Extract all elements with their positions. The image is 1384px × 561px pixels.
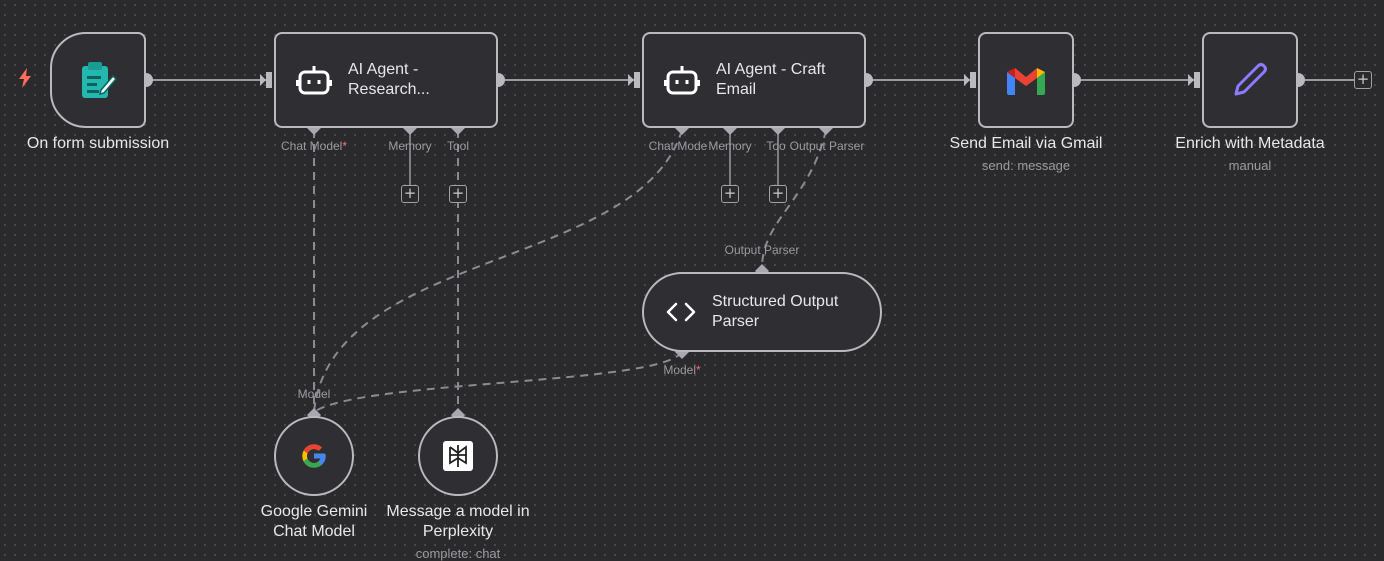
node-ai-agent-craft-email[interactable]: AI Agent - Craft Email: [642, 32, 866, 128]
parser-input-label: Output Parser: [724, 243, 800, 257]
node-ai-agent-craft-email-title: AI Agent - Craft Email: [716, 61, 826, 98]
port-tool-label: Too: [766, 139, 786, 153]
port-output-parser-label: Output Parser: [789, 139, 865, 153]
port-chat-model-label: Chat Model*: [280, 139, 348, 153]
node-google-gemini[interactable]: [274, 416, 354, 496]
trigger-bolt-icon: [18, 68, 32, 88]
port-memory-label: Memory: [388, 139, 432, 153]
node-ai-agent-research-title: AI Agent - Research...: [348, 61, 430, 98]
pen-icon: [1230, 60, 1270, 100]
parser-model-label: Model*: [663, 363, 701, 377]
node-perplexity-label: Message a model in Perplexity: [386, 503, 530, 540]
node-ai-agent-research[interactable]: AI Agent - Research...: [274, 32, 498, 128]
robot-icon: [664, 64, 700, 96]
gemini-input-label: Model: [297, 387, 331, 401]
node-perplexity-subtitle: complete: chat: [415, 546, 501, 561]
node-form-label: On form submission: [26, 135, 170, 152]
code-icon: [666, 301, 696, 323]
add-node-button[interactable]: +: [1354, 71, 1372, 89]
node-structured-output-parser[interactable]: Structured Output Parser: [642, 272, 882, 352]
port-tool-label: Tool: [446, 139, 470, 153]
node-send-email-gmail[interactable]: [978, 32, 1074, 128]
node-perplexity[interactable]: [418, 416, 498, 496]
form-icon: [79, 60, 117, 100]
perplexity-icon: [443, 441, 473, 471]
node-enrich-metadata[interactable]: [1202, 32, 1298, 128]
add-memory-button[interactable]: +: [401, 185, 419, 203]
port-chat-model-label: Chat Mode: [648, 139, 708, 153]
node-gemini-label: Google Gemini Chat Model: [260, 503, 368, 540]
google-icon: [300, 442, 328, 470]
robot-icon: [296, 64, 332, 96]
add-tool-button[interactable]: +: [449, 185, 467, 203]
node-form-trigger[interactable]: [50, 32, 146, 128]
node-meta-subtitle: manual: [1228, 158, 1272, 173]
add-tool-button[interactable]: +: [769, 185, 787, 203]
node-meta-label: Enrich with Metadata: [1175, 135, 1325, 152]
gmail-icon: [1005, 64, 1047, 96]
node-gmail-label: Send Email via Gmail: [949, 135, 1103, 152]
node-gmail-subtitle: send: message: [981, 158, 1071, 173]
node-parser-title: Structured Output Parser: [712, 293, 839, 330]
add-memory-button[interactable]: +: [721, 185, 739, 203]
port-memory-label: Memory: [708, 139, 752, 153]
